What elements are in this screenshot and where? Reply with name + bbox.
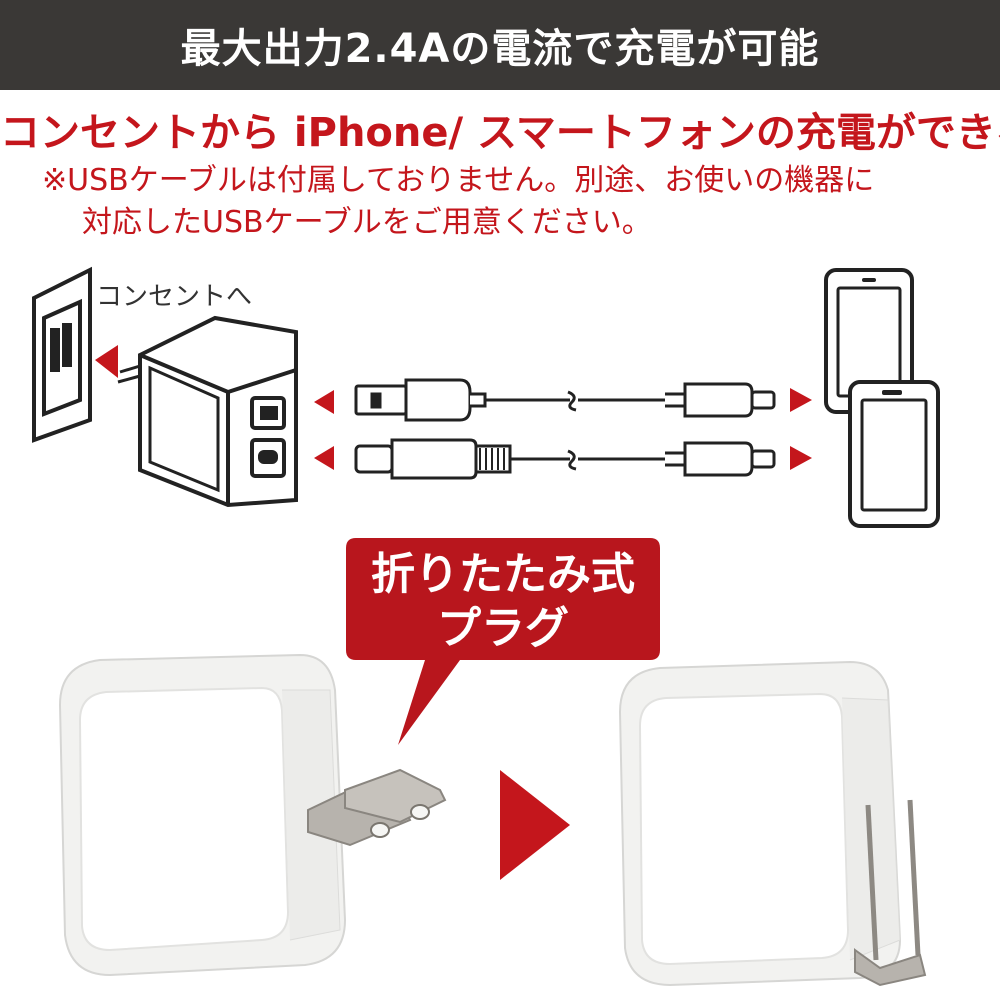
right-arrow-top-icon bbox=[790, 388, 812, 412]
outlet-label: コンセントへ bbox=[96, 282, 253, 312]
top-banner: 最大出力2.4Aの電流で充電が可能 bbox=[0, 0, 1000, 90]
plug-direction-arrow-icon bbox=[95, 345, 118, 378]
note-line-2: 対応したUSBケーブルをご用意ください。 bbox=[82, 205, 652, 240]
usb-cable-note: ※USBケーブルは付属しておりません。別途、お使いの機器に 対応したUSBケーブ… bbox=[42, 160, 972, 244]
wall-outlet-icon bbox=[32, 266, 92, 443]
callout-line-2: プラグ bbox=[437, 603, 569, 654]
note-line-1: ※USBケーブルは付属しておりません。別途、お使いの機器に bbox=[42, 163, 875, 198]
callout-line-1: 折りたたみ式 bbox=[371, 549, 635, 600]
transform-arrow-icon bbox=[500, 770, 570, 880]
usb-c-cable-icon bbox=[354, 438, 776, 480]
charger-diagram-icon bbox=[117, 315, 298, 508]
headline: コンセントから iPhone/ スマートフォンの充電ができる bbox=[0, 110, 1000, 156]
charger-unfolded-photo bbox=[58, 653, 447, 977]
left-arrow-bottom-icon bbox=[314, 446, 334, 470]
charger-folded-photo bbox=[618, 660, 927, 987]
right-arrow-bottom-icon bbox=[790, 446, 812, 470]
smartphone-2-icon bbox=[848, 380, 940, 528]
left-arrow-top-icon bbox=[314, 390, 334, 414]
callout-bubble bbox=[346, 538, 660, 745]
banner-title: 最大出力2.4Aの電流で充電が可能 bbox=[180, 26, 820, 72]
smartphone-icon bbox=[824, 268, 914, 414]
usb-a-lightning-cable-icon bbox=[354, 378, 776, 422]
callout-text: 折りたたみ式 プラグ bbox=[346, 548, 660, 656]
